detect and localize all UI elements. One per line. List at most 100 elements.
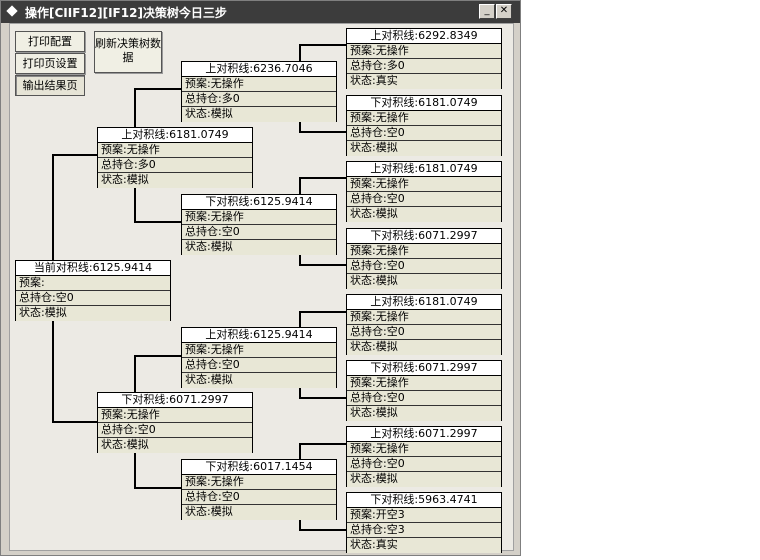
tree-node-l2-dd[interactable]: 下对积线:6017.1454 预案:无操作 总持仓:空0 状态:模拟 [181,459,337,520]
tree-node-l2-uu[interactable]: 上对积线:6236.7046 预案:无操作 总持仓:多0 状态:模拟 [181,61,337,122]
node-position-row: 总持仓:多0 [98,158,252,173]
connector-line [299,177,346,179]
node-line-value: 上对积线:6236.7046 [182,62,336,77]
node-state-row: 状态:模拟 [98,173,252,188]
connector-line [299,121,301,132]
node-state-row: 状态:模拟 [16,306,170,321]
node-plan-row: 预案:无操作 [182,77,336,92]
node-plan-row: 预案:无操作 [347,244,501,259]
node-line-value: 上对积线:6181.0749 [347,295,501,310]
node-plan-row: 预案:无操作 [98,143,252,158]
node-plan-row: 预案:开空3 [347,508,501,523]
node-position-row: 总持仓:空0 [347,192,501,207]
connector-line [52,319,54,422]
connector-line [299,519,301,530]
tree-node-root[interactable]: 当前对积线:6125.9414 预案: 总持仓:空0 状态:模拟 [15,260,171,321]
node-line-value: 下对积线:5963.4741 [347,493,501,508]
node-plan-row: 预案:无操作 [347,177,501,192]
tree-node-l3-6[interactable]: 下对积线:6071.2997 预案:无操作 总持仓:空0 状态:模拟 [346,360,502,421]
connector-line [134,187,136,222]
connector-line [52,154,54,261]
node-state-row: 状态:模拟 [347,340,501,355]
window-menu-icon[interactable] [6,5,18,17]
connector-line [299,264,346,266]
node-position-row: 总持仓:空0 [182,358,336,373]
connector-line [299,177,301,194]
tree-node-l3-3[interactable]: 上对积线:6181.0749 预案:无操作 总持仓:空0 状态:模拟 [346,161,502,222]
node-plan-row: 预案:无操作 [347,44,501,59]
print-page-setup-button[interactable]: 打印页设置 [15,53,85,74]
refresh-tree-button[interactable]: 刷新决策树数据 [94,31,162,73]
connector-line [134,487,181,489]
node-state-row: 状态:模拟 [347,406,501,421]
node-line-value: 当前对积线:6125.9414 [16,261,170,276]
node-state-row: 状态:模拟 [98,438,252,453]
tree-node-l1-down[interactable]: 下对积线:6071.2997 预案:无操作 总持仓:空0 状态:模拟 [97,392,253,453]
print-config-button[interactable]: 打印配置 [15,31,85,52]
tree-node-l3-1[interactable]: 上对积线:6292.8349 预案:无操作 总持仓:多0 状态:真实 [346,28,502,89]
node-line-value: 下对积线:6181.0749 [347,96,501,111]
decision-tree-window: 操作[CIIF12][IF12]决策树今日三步 _ ✕ 打印配置 打印页设置 输… [0,0,521,556]
node-state-row: 状态:模拟 [347,274,501,289]
tree-node-l3-7[interactable]: 上对积线:6071.2997 预案:无操作 总持仓:空0 状态:模拟 [346,426,502,487]
node-position-row: 总持仓:空3 [347,523,501,538]
node-state-row: 状态:真实 [347,74,501,89]
node-position-row: 总持仓:多0 [182,92,336,107]
node-position-row: 总持仓:空0 [347,457,501,472]
connector-line [299,397,346,399]
close-icon[interactable]: ✕ [496,4,512,19]
node-state-row: 状态:模拟 [347,207,501,222]
tree-node-l3-8[interactable]: 下对积线:5963.4741 预案:开空3 总持仓:空3 状态:真实 [346,492,502,553]
node-state-row: 状态:模拟 [347,141,501,156]
tree-node-l3-4[interactable]: 下对积线:6071.2997 预案:无操作 总持仓:空0 状态:模拟 [346,228,502,289]
connector-line [134,355,181,357]
node-state-row: 状态:模拟 [347,472,501,487]
tree-node-l1-up[interactable]: 上对积线:6181.0749 预案:无操作 总持仓:多0 状态:模拟 [97,127,253,188]
node-plan-row: 预案:无操作 [98,408,252,423]
connector-line [52,421,97,423]
output-results-button[interactable]: 输出结果页 [15,75,85,96]
connector-line [299,387,301,398]
node-position-row: 总持仓:空0 [347,391,501,406]
connector-line [134,88,181,90]
title-bar: 操作[CIIF12][IF12]决策树今日三步 _ ✕ [1,1,520,23]
node-state-row: 状态:模拟 [182,240,336,255]
node-plan-row: 预案:无操作 [347,111,501,126]
node-plan-row: 预案:无操作 [182,343,336,358]
connector-line [299,443,346,445]
connector-line [134,88,136,128]
window-title: 操作[CIIF12][IF12]决策树今日三步 [25,6,227,20]
node-line-value: 上对积线:6292.8349 [347,29,501,44]
tree-node-l3-2[interactable]: 下对积线:6181.0749 预案:无操作 总持仓:空0 状态:模拟 [346,95,502,156]
connector-line [299,311,301,328]
node-plan-row: 预案:无操作 [347,376,501,391]
node-plan-row: 预案:无操作 [182,210,336,225]
connector-line [299,131,346,133]
tree-node-l2-du[interactable]: 上对积线:6125.9414 预案:无操作 总持仓:空0 状态:模拟 [181,327,337,388]
node-line-value: 下对积线:6017.1454 [182,460,336,475]
connector-line [299,311,346,313]
node-plan-row: 预案:无操作 [182,475,336,490]
node-line-value: 上对积线:6181.0749 [347,162,501,177]
node-position-row: 总持仓:空0 [347,325,501,340]
node-line-value: 下对积线:6071.2997 [347,361,501,376]
node-position-row: 总持仓:空0 [347,126,501,141]
minimize-icon[interactable]: _ [479,4,495,19]
connector-line [134,221,181,223]
node-position-row: 总持仓:空0 [98,423,252,438]
node-line-value: 上对积线:6071.2997 [347,427,501,442]
connector-line [299,44,301,61]
node-position-row: 总持仓:空0 [16,291,170,306]
node-plan-row: 预案: [16,276,170,291]
tree-node-l3-5[interactable]: 上对积线:6181.0749 预案:无操作 总持仓:空0 状态:模拟 [346,294,502,355]
node-line-value: 下对积线:6071.2997 [98,393,252,408]
node-state-row: 状态:模拟 [182,107,336,122]
node-position-row: 总持仓:空0 [347,259,501,274]
connector-line [134,452,136,487]
node-state-row: 状态:模拟 [182,373,336,388]
tree-node-l2-ud[interactable]: 下对积线:6125.9414 预案:无操作 总持仓:空0 状态:模拟 [181,194,337,255]
node-plan-row: 预案:无操作 [347,442,501,457]
connector-line [299,44,346,46]
node-position-row: 总持仓:空0 [182,490,336,505]
node-state-row: 状态:模拟 [182,505,336,520]
